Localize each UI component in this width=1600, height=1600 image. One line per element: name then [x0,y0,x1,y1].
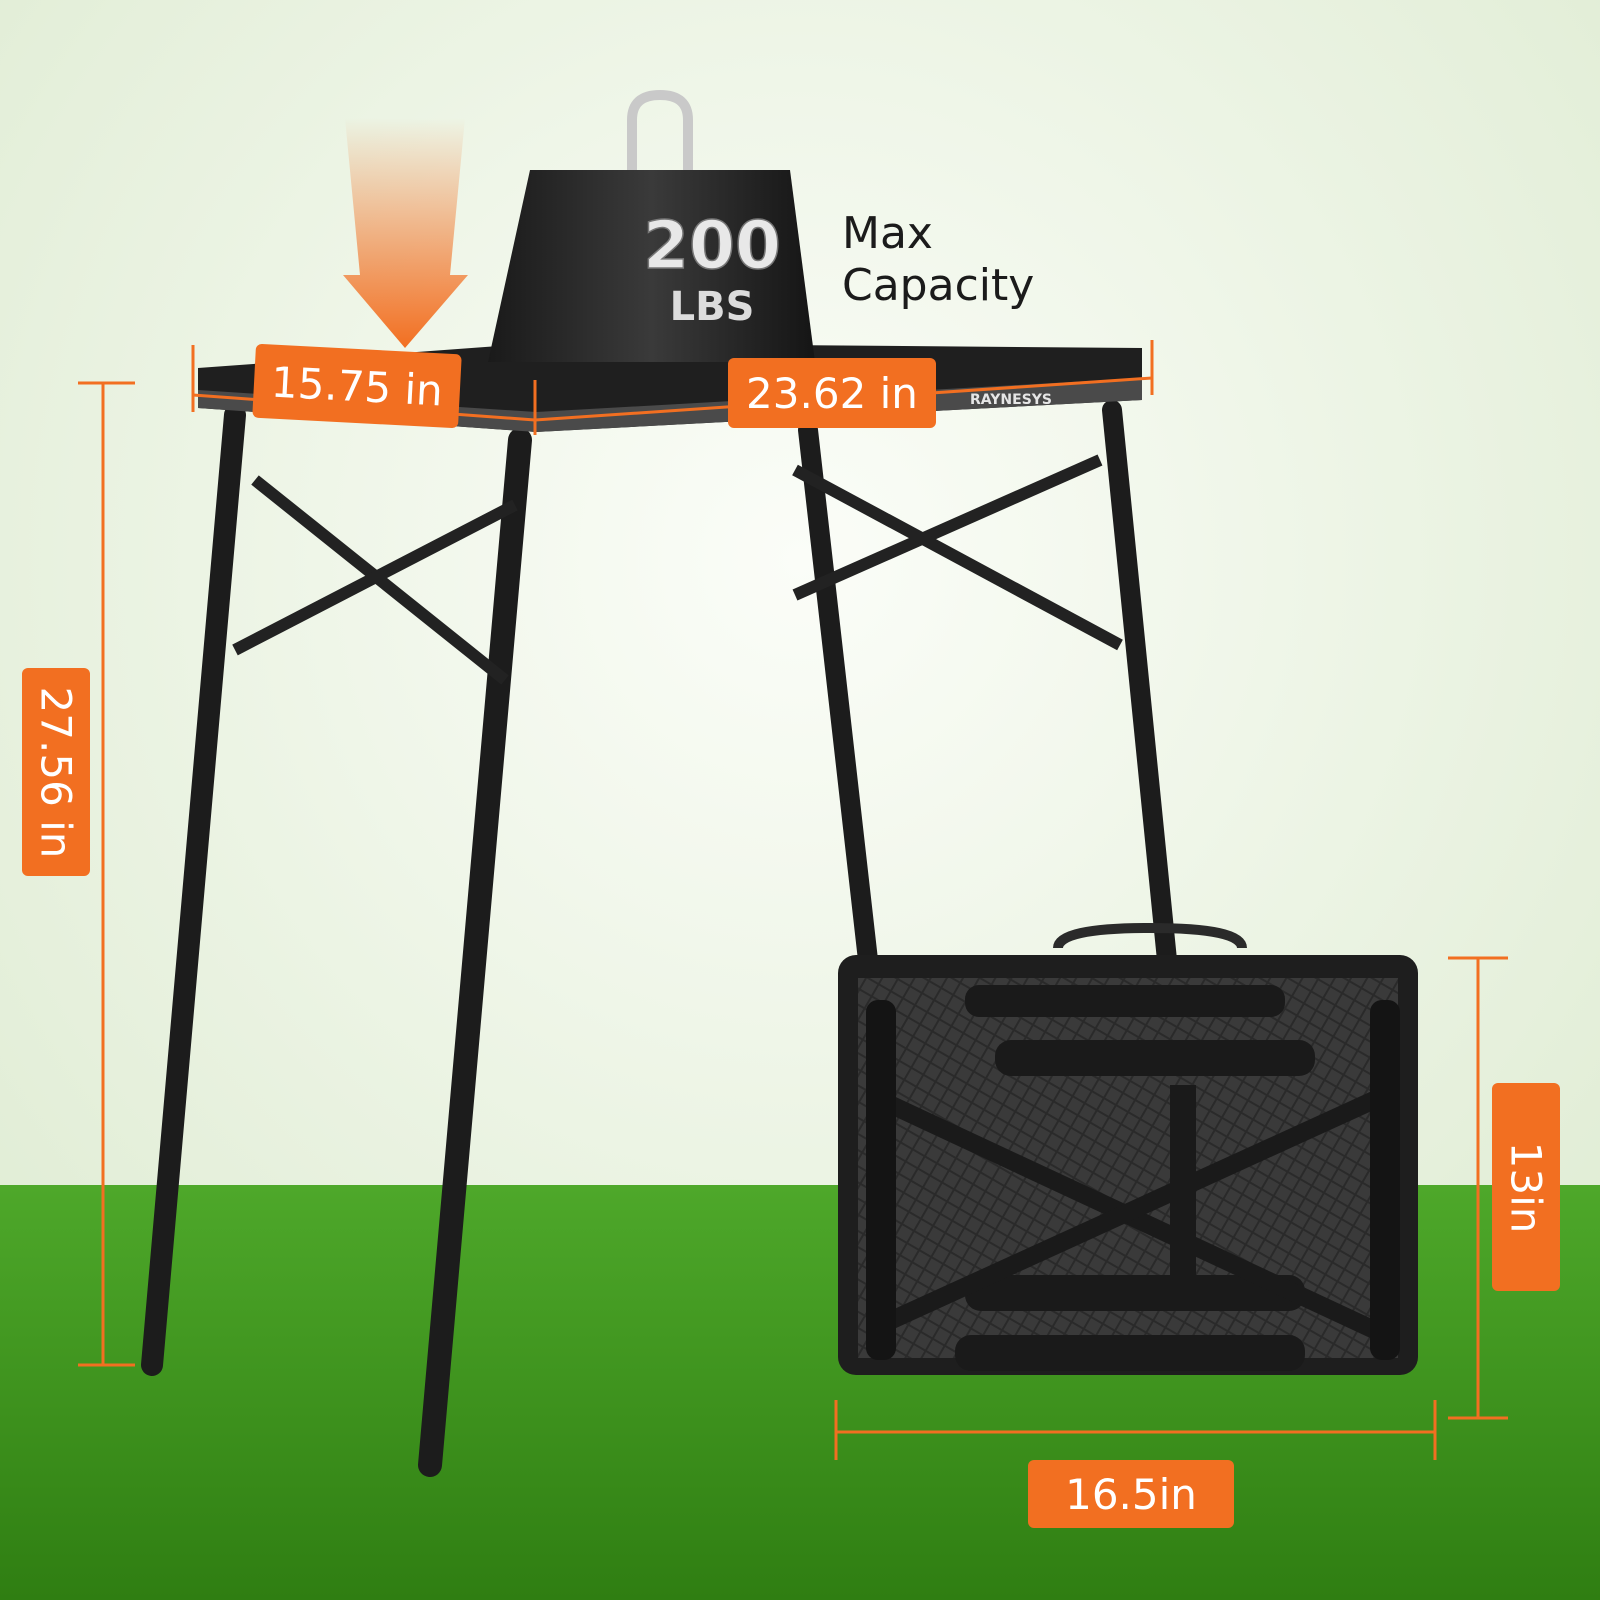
width-dimension-label: 23.62 in [728,358,936,428]
weight-unit: LBS [670,284,755,330]
weight-number: 200 [643,207,781,284]
brand-logo: RAYNESYS [970,392,1052,408]
folded-width-dimension-label: 16.5in [1028,1460,1234,1528]
down-arrow-icon [343,118,468,348]
folded-height-dimension-label: 13in [1492,1083,1560,1291]
folded-table [838,922,1418,1375]
width-dimension-text: 23.62 in [746,368,918,418]
folded-height-dimension-text: 13in [1501,1141,1551,1233]
depth-dimension-label: 15.75 in [252,343,462,429]
table-legs [141,400,1177,1477]
folded-width-dimension-text: 16.5in [1065,1469,1197,1519]
weight-block [488,170,815,362]
capacity-caption-line2: Capacity [842,260,1035,311]
weight-handle [627,89,693,175]
depth-dimension-text: 15.75 in [269,357,445,415]
height-dimension-label: 27.56 in [22,668,90,876]
capacity-caption: Max Capacity [842,208,1034,312]
capacity-caption-line1: Max [842,208,933,259]
leg-cross-braces [232,454,1123,685]
height-dimension-text: 27.56 in [31,686,81,858]
